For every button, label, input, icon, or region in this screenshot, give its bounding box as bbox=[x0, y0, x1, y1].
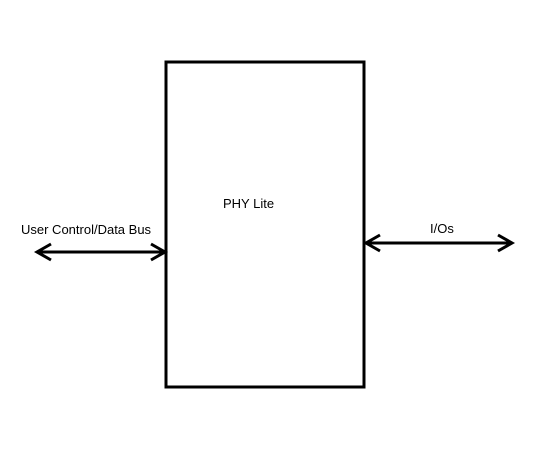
phy-lite-block bbox=[164, 60, 366, 389]
phy-lite-label: PHY Lite bbox=[223, 196, 274, 211]
io-arrow bbox=[362, 233, 516, 253]
user-bus-arrowhead-right bbox=[150, 242, 169, 262]
io-label: I/Os bbox=[430, 221, 454, 236]
io-arrowhead-left bbox=[362, 233, 381, 253]
user-bus-arrowhead-left bbox=[33, 242, 52, 262]
io-arrowhead-right bbox=[497, 233, 516, 253]
user-bus-label: User Control/Data Bus bbox=[21, 222, 152, 237]
user-bus-arrow bbox=[33, 242, 169, 262]
